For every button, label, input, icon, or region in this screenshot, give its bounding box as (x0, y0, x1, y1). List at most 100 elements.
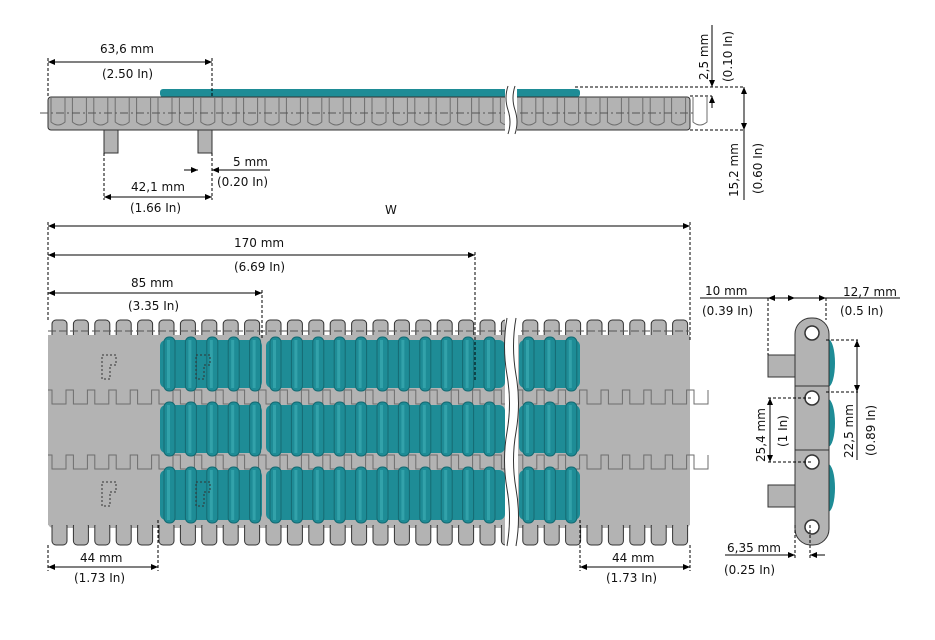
bottom-tooth (393, 521, 410, 546)
dashed-marker (101, 481, 117, 507)
link-segment (692, 97, 708, 126)
plan-view (48, 316, 709, 549)
end-pitch-mm: 25,4 mm (754, 408, 768, 462)
link-segment (200, 97, 216, 126)
link-segment (671, 97, 687, 126)
end-left-mm: 10 mm (705, 284, 747, 298)
bottom-tooth (372, 521, 389, 546)
roller-strip (160, 89, 580, 97)
roller-highlight (273, 470, 276, 520)
bottom-tooth (650, 521, 667, 546)
thickness-in: (0.60 In) (751, 143, 765, 194)
roller-highlight (315, 340, 319, 388)
link-segment (371, 97, 387, 126)
end-right-mm: 12,7 mm (843, 285, 897, 299)
link-segment (606, 97, 622, 126)
roller-highlight (294, 470, 298, 520)
roller-highlight (337, 340, 341, 388)
roller-highlight (231, 470, 235, 520)
end-peg (767, 354, 796, 378)
end-left-in: (0.39 In) (702, 304, 753, 318)
roller-highlight (568, 405, 572, 453)
bottom-tooth (415, 521, 432, 546)
bottom-tooth (607, 521, 624, 546)
edge-left-mm: 44 mm (80, 551, 122, 565)
row-joint (48, 389, 709, 405)
end-dimensions: 10 mm (0.39 In) 12,7 mm (0.5 In) 25,4 mm… (700, 284, 900, 577)
roller-highlight (547, 340, 551, 388)
roller-highlight (337, 405, 341, 453)
roller-highlight (231, 405, 235, 453)
edge-right-mm: 44 mm (612, 551, 654, 565)
link-segment (435, 97, 451, 126)
bottom-tooth (522, 521, 539, 546)
link-segment (114, 97, 130, 126)
bottom-tooth (158, 521, 175, 546)
roller-highlight (252, 405, 256, 453)
link-segment (414, 97, 430, 126)
roller-highlight (209, 405, 213, 453)
bottom-tooth (201, 521, 218, 546)
link-segment (564, 97, 580, 126)
roller-highlight (526, 405, 529, 453)
width-label: W (385, 203, 397, 217)
peg (103, 129, 119, 154)
pitch-in: (2.50 In) (102, 67, 153, 81)
module-in: (6.69 In) (234, 260, 285, 274)
half-in: (3.35 In) (128, 299, 179, 313)
bottom-tooth (94, 521, 111, 546)
roller-highlight (294, 405, 298, 453)
bottom-tooth (672, 521, 689, 546)
roller-highlight (315, 470, 319, 520)
gap-in: (0.20 In) (217, 175, 268, 189)
roller-highlight (444, 405, 448, 453)
break-line (504, 317, 510, 547)
break-gap (505, 316, 518, 549)
roller-highlight (380, 340, 383, 388)
bottom-tooth (72, 521, 89, 546)
break-line (512, 85, 518, 135)
link-segment (178, 97, 194, 126)
dashed-marker (195, 481, 211, 507)
break-gap (505, 84, 517, 134)
end-view (767, 317, 835, 546)
bottom-tooth (179, 521, 196, 546)
end-body (794, 317, 830, 546)
link-segment (243, 97, 259, 126)
roller-highlight (252, 470, 256, 520)
roller-height-mm: 2,5 mm (697, 34, 711, 80)
bottom-tooth (244, 521, 261, 546)
bottom-tooth (222, 521, 239, 546)
roller-highlight (401, 470, 405, 520)
peg (197, 129, 213, 154)
bottom-tooth (458, 521, 475, 546)
thickness-mm: 15,2 mm (727, 143, 741, 197)
roller-highlight (422, 405, 426, 453)
pin-hole (804, 390, 820, 406)
link-segment (71, 97, 87, 126)
roller-highlight (337, 470, 341, 520)
roller-highlight (380, 470, 383, 520)
roller-highlight (167, 405, 170, 453)
bottom-tooth (115, 521, 132, 546)
gap-mm: 5 mm (233, 155, 268, 169)
link-segment (264, 97, 280, 126)
roller-highlight (273, 405, 276, 453)
bottom-tooth (286, 521, 303, 546)
link-segment (328, 97, 344, 126)
dashed-marker (101, 354, 117, 380)
roller-highlight (252, 340, 256, 388)
edge-right-in: (1.73 In) (606, 571, 657, 585)
roller-highlight (188, 340, 192, 388)
roller-highlight (401, 340, 405, 388)
link-segment (478, 97, 494, 126)
peg-in: (1.66 In) (130, 201, 181, 215)
roller-highlight (358, 470, 362, 520)
roller-highlight (209, 340, 213, 388)
plan-dimensions: W 170 mm (6.69 In) 85 mm (3.35 In) 44 mm… (47, 203, 691, 585)
link-segment (136, 97, 152, 126)
link-segment (93, 97, 109, 126)
offset-in: (0.25 In) (724, 563, 775, 577)
link-segment (542, 97, 558, 126)
